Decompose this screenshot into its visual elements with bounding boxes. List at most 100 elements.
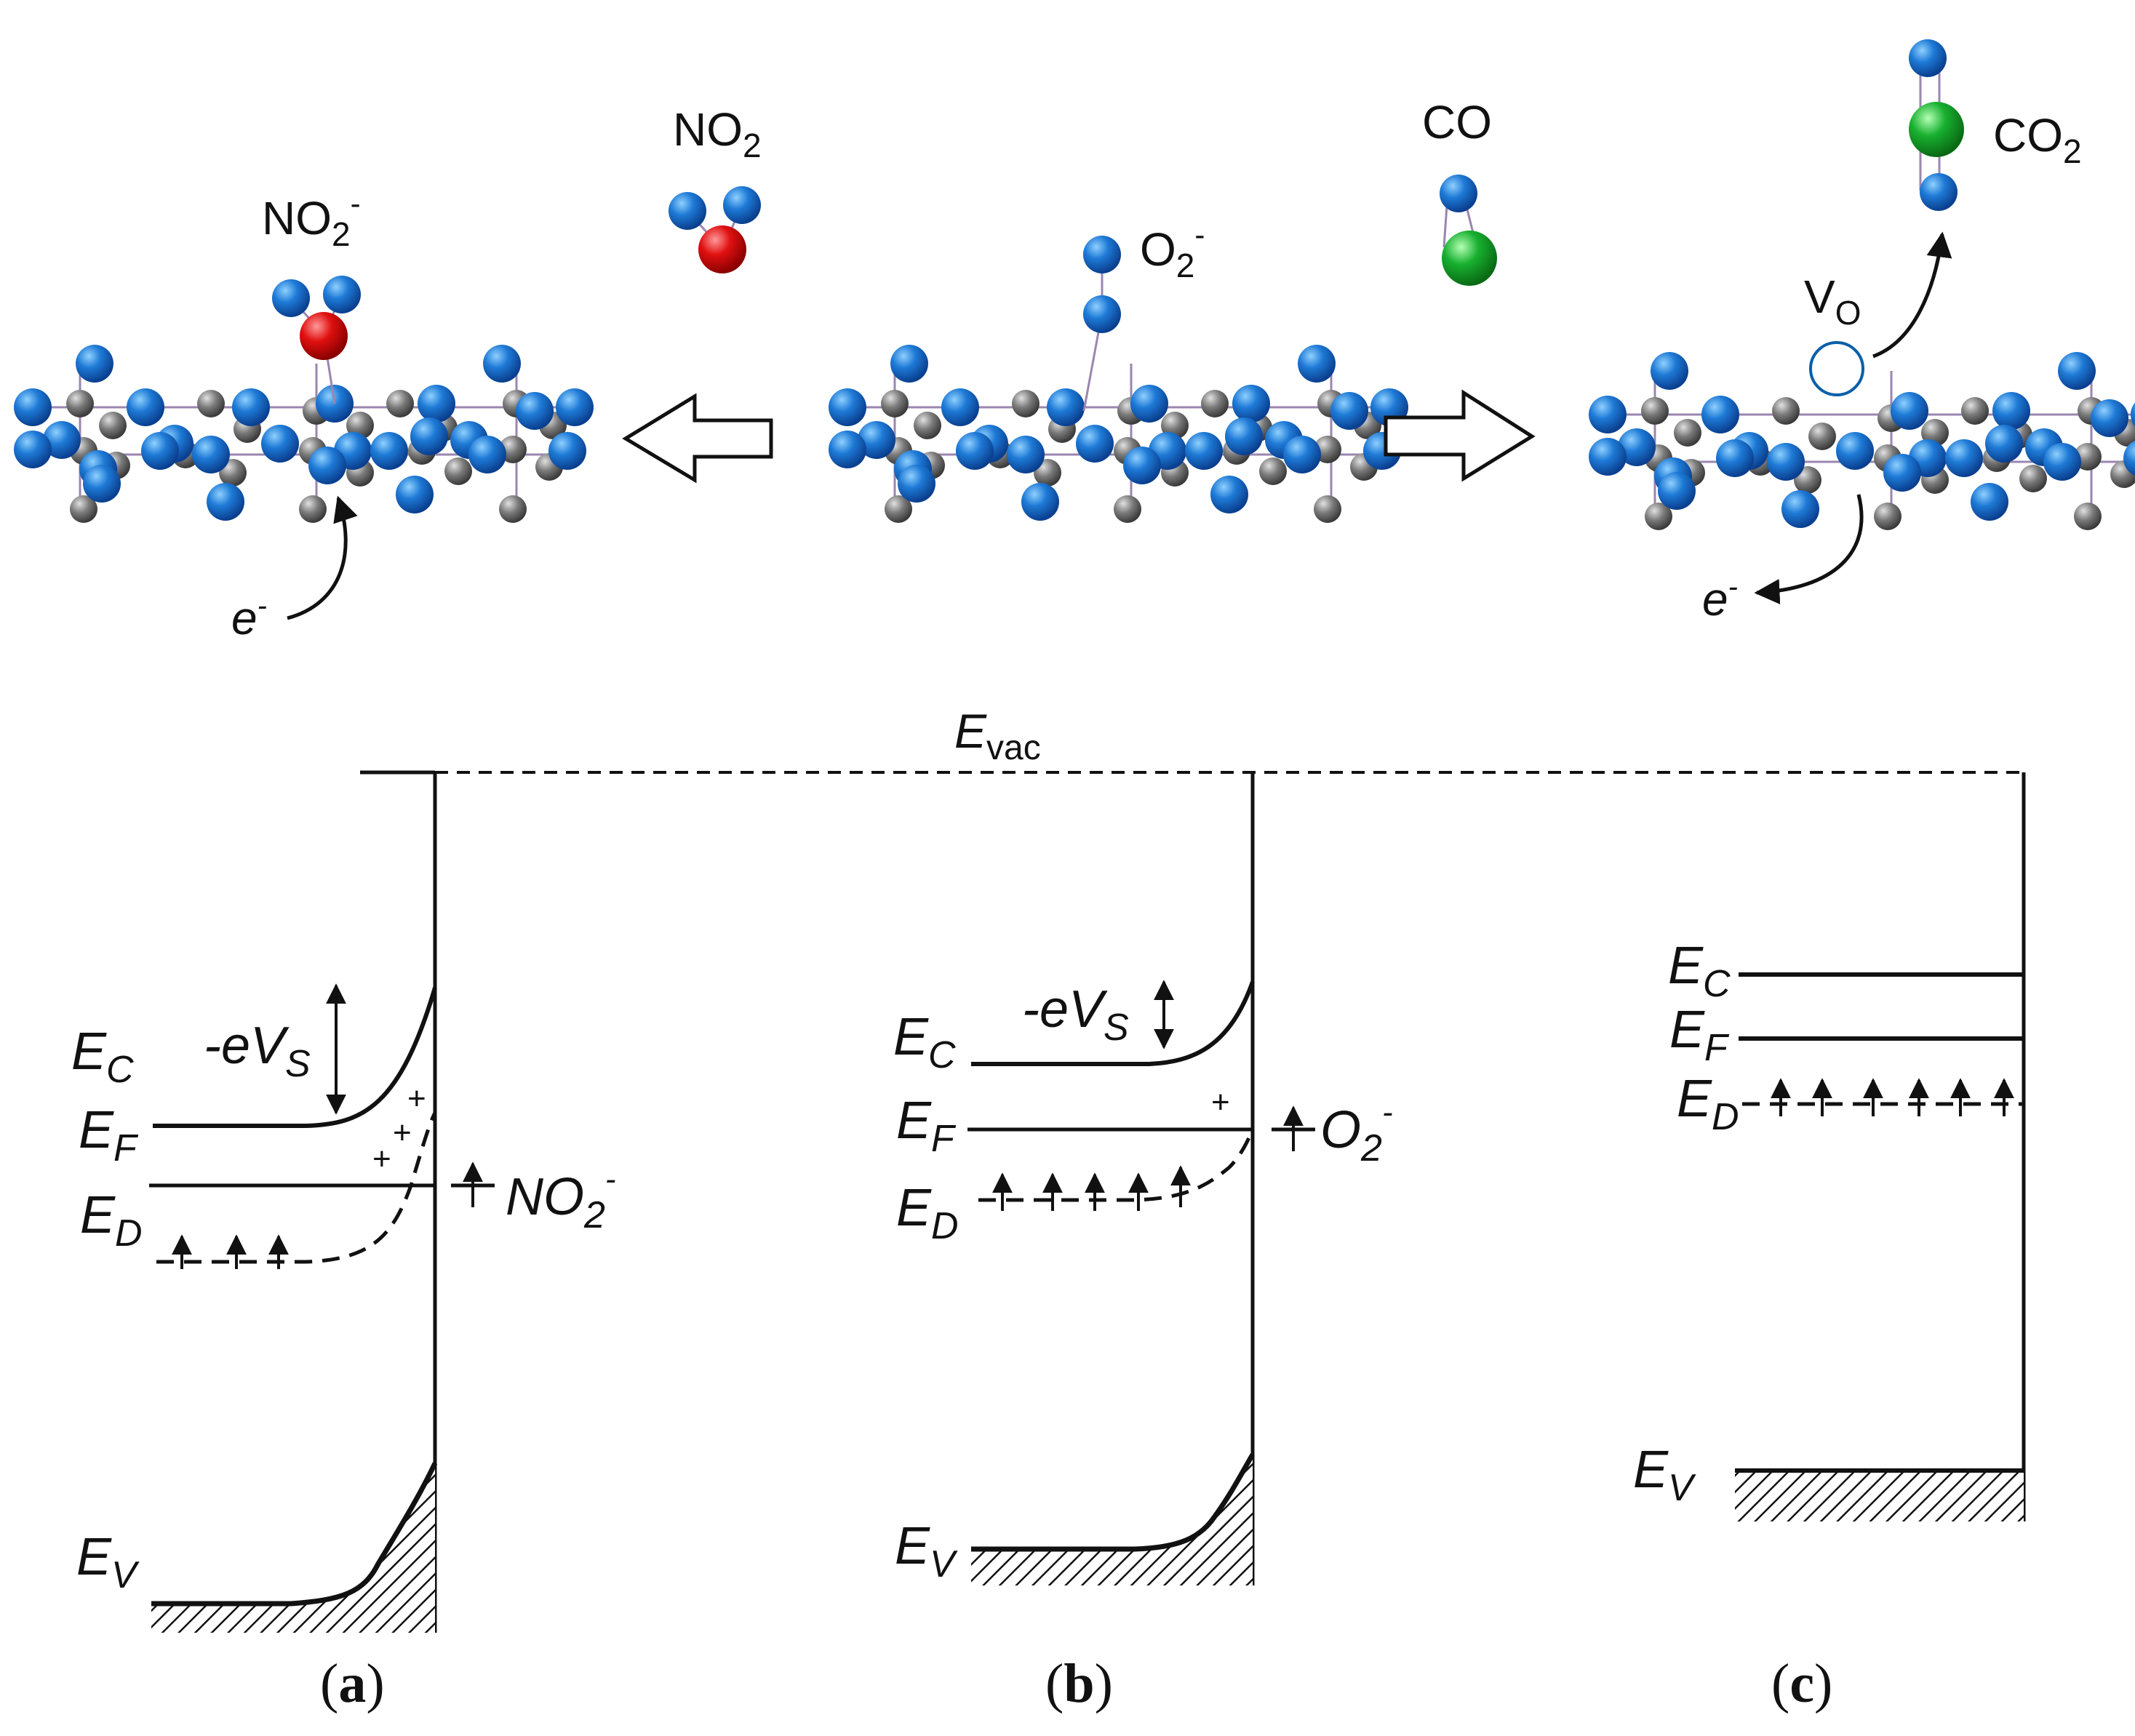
- metal-atom: [499, 495, 527, 523]
- oxygen-atom: [941, 388, 979, 426]
- metal-atom: [1114, 495, 1141, 523]
- oxygen-atom: [1651, 352, 1688, 390]
- lattice-slab-3: [1589, 352, 2135, 530]
- left-block-arrow-icon: [622, 393, 773, 484]
- band-diagrams: [149, 770, 2026, 1633]
- oxygen-atom: [1945, 439, 1983, 477]
- oxygen-atom: [396, 476, 434, 513]
- donor-electrons-c: [1771, 1078, 2014, 1116]
- panel-label-b: (b): [1045, 1653, 1113, 1714]
- ec-label-b: EC: [893, 1008, 956, 1076]
- no2-minus-label: NO2-: [262, 186, 361, 253]
- metal-atom: [1259, 457, 1287, 485]
- metal-atom: [197, 390, 225, 417]
- electron-label-right: e-: [1702, 571, 1738, 625]
- oxygen-atom: [468, 436, 506, 473]
- ev-label-a: EV: [76, 1528, 140, 1596]
- oxygen-atom: [1123, 447, 1161, 484]
- oxygen-atom: [829, 388, 866, 426]
- oxygen-atom: [1971, 483, 2008, 521]
- oxygen-atom: [1330, 392, 1368, 430]
- oxygen-atom: [483, 345, 521, 383]
- oxygen-vacancy-icon: [1809, 341, 1864, 396]
- metal-atom: [1645, 503, 1672, 530]
- oxygen-atom: [858, 421, 895, 459]
- oxygen-atom: [1767, 443, 1805, 481]
- metal-atom: [70, 495, 97, 523]
- donor-electrons-b: [992, 1165, 1191, 1211]
- metal-atom: [1874, 503, 1901, 530]
- adsorbate-label-b: O2-: [1320, 1095, 1393, 1169]
- oxygen-atom: [2058, 352, 2096, 390]
- metal-atom: [2019, 465, 2047, 492]
- metal-atom: [386, 390, 414, 417]
- ef-label-b: EF: [896, 1092, 957, 1160]
- evac-label: Evac: [954, 704, 1041, 767]
- oxygen-atom: [1781, 490, 1819, 528]
- electron-in-arrow-icon: [287, 495, 358, 620]
- adsorbed-o2-molecule: [1082, 236, 1121, 412]
- oxygen-atom: [1891, 392, 1928, 430]
- oxygen-atom: [192, 436, 230, 473]
- oxygen-atom: [261, 425, 299, 463]
- ev-curve-a: [151, 1462, 438, 1607]
- oxygen-atom: [1185, 432, 1223, 470]
- oxygen-atom: [14, 431, 52, 468]
- metal-atom: [1314, 495, 1341, 523]
- oxygen-atom: [2123, 441, 2135, 476]
- ef-label-c: EF: [1669, 1001, 1730, 1069]
- oxygen-atom: [1232, 385, 1270, 423]
- panel-label-c: (c): [1771, 1653, 1832, 1714]
- ed-label-a: ED: [80, 1186, 143, 1255]
- metal-atom: [99, 412, 127, 439]
- no2-label: NO2: [673, 103, 762, 164]
- oxygen-atom: [1883, 454, 1921, 492]
- oxygen-atom: [1992, 392, 2030, 430]
- oxygen-atom: [556, 388, 594, 426]
- oxygen-atom: [1283, 436, 1321, 473]
- metal-atom: [881, 390, 909, 417]
- vacancy-to-co2-arrow-icon: [1872, 231, 1952, 359]
- charge-plus-a1: +: [407, 1081, 426, 1116]
- lattice-slab-2: [829, 345, 1408, 523]
- oxygen-atom: [127, 388, 164, 426]
- metal-atom: [299, 495, 327, 523]
- oxygen-atom: [890, 345, 928, 383]
- oxygen-atom: [898, 465, 935, 503]
- oxygen-atom: [1985, 425, 2023, 463]
- metal-atom: [444, 457, 472, 485]
- co2-molecule: [1909, 39, 1964, 211]
- oxygen-atom: [1225, 417, 1263, 455]
- band-bending-label-b: -eVS: [1022, 980, 1129, 1049]
- metal-atom: [1012, 390, 1039, 417]
- oxygen-atom: [1701, 396, 1739, 433]
- metal-atom: [1201, 390, 1229, 417]
- panel-label-a: (a): [320, 1653, 385, 1714]
- ed-curve-a: [156, 1111, 437, 1264]
- electron-out-arrow-icon: [1754, 494, 1864, 604]
- metal-atom: [2074, 503, 2102, 530]
- oxygen-atom: [207, 483, 244, 521]
- metal-atom: [1641, 397, 1669, 425]
- oxygen-atom: [1658, 472, 1696, 510]
- co2-label: CO2: [1993, 109, 2082, 170]
- oxygen-atom: [2043, 443, 2081, 481]
- ed-label-b: ED: [896, 1179, 959, 1247]
- charge-plus-a2: +: [393, 1115, 412, 1151]
- adsorbate-label-a: NO2-: [506, 1161, 616, 1236]
- oxygen-atom: [1836, 432, 1874, 470]
- oxygen-atom: [410, 417, 448, 455]
- oxygen-atom: [141, 432, 179, 470]
- metal-atom: [914, 412, 941, 439]
- electron-label-left: e-: [231, 590, 267, 644]
- ev-hatch-c: [1735, 1471, 2024, 1521]
- metal-atom: [66, 390, 94, 417]
- oxygen-atom: [1618, 428, 1656, 466]
- oxygen-atom: [1298, 345, 1336, 383]
- no2-molecule: [669, 186, 761, 273]
- oxygen-atom: [1716, 439, 1754, 477]
- ev-hatch-b: [971, 1455, 1253, 1585]
- oxygen-atom: [2091, 399, 2128, 437]
- oxygen-atom: [232, 388, 270, 426]
